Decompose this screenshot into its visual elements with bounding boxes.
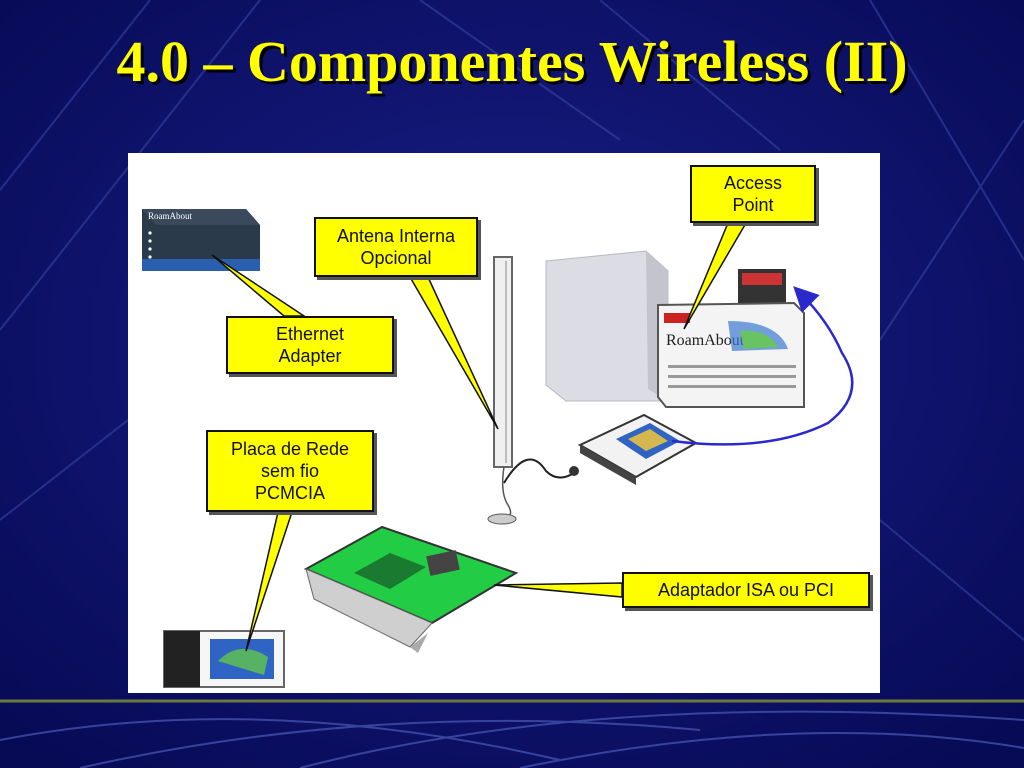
wireless-link-arrow xyxy=(671,286,854,446)
antena-pointer xyxy=(408,276,499,430)
pcmcia-card-device xyxy=(577,413,699,485)
access-point-brand-label: RoamAbout xyxy=(666,332,745,349)
callout-isa-text: Adaptador ISA ou PCI xyxy=(657,580,835,600)
callout-ethernet-adapter: Ethernet Adapter xyxy=(226,316,394,374)
callout-access-point: Access Point xyxy=(690,165,816,223)
ethernet-brand-label: RoamAbout xyxy=(148,211,192,221)
pci-card-device xyxy=(303,525,519,653)
callout-pcmcia-text: Placa de Rede sem fio PCMCIA xyxy=(230,439,350,503)
access-point-pointer xyxy=(683,222,748,330)
pcmcia-card-small-device xyxy=(163,630,285,688)
isa-pointer xyxy=(493,582,623,598)
callout-antena-interna: Antena Interna Opcional xyxy=(314,217,478,277)
diagram-illustration: RoamAbout RoamAbout xyxy=(142,209,854,688)
callout-pointers xyxy=(211,222,748,652)
access-point-device: RoamAbout xyxy=(545,250,805,408)
callout-access-point-text: Access Point xyxy=(723,173,783,215)
callout-antena-text: Antena Interna Opcional xyxy=(336,226,456,268)
pcmcia-pointer xyxy=(245,511,294,652)
slide-title: 4.0 – Componentes Wireless (II) xyxy=(116,29,908,94)
antenna-device xyxy=(487,256,579,525)
callout-placa-pcmcia: Placa de Rede sem fio PCMCIA xyxy=(206,430,374,512)
callout-ethernet-text: Ethernet Adapter xyxy=(275,324,345,366)
diagram-panel: RoamAbout RoamAbout xyxy=(128,153,880,693)
callout-adaptador-isa-pci: Adaptador ISA ou PCI xyxy=(622,572,870,608)
ethernet-adapter-device: RoamAbout xyxy=(142,209,260,271)
